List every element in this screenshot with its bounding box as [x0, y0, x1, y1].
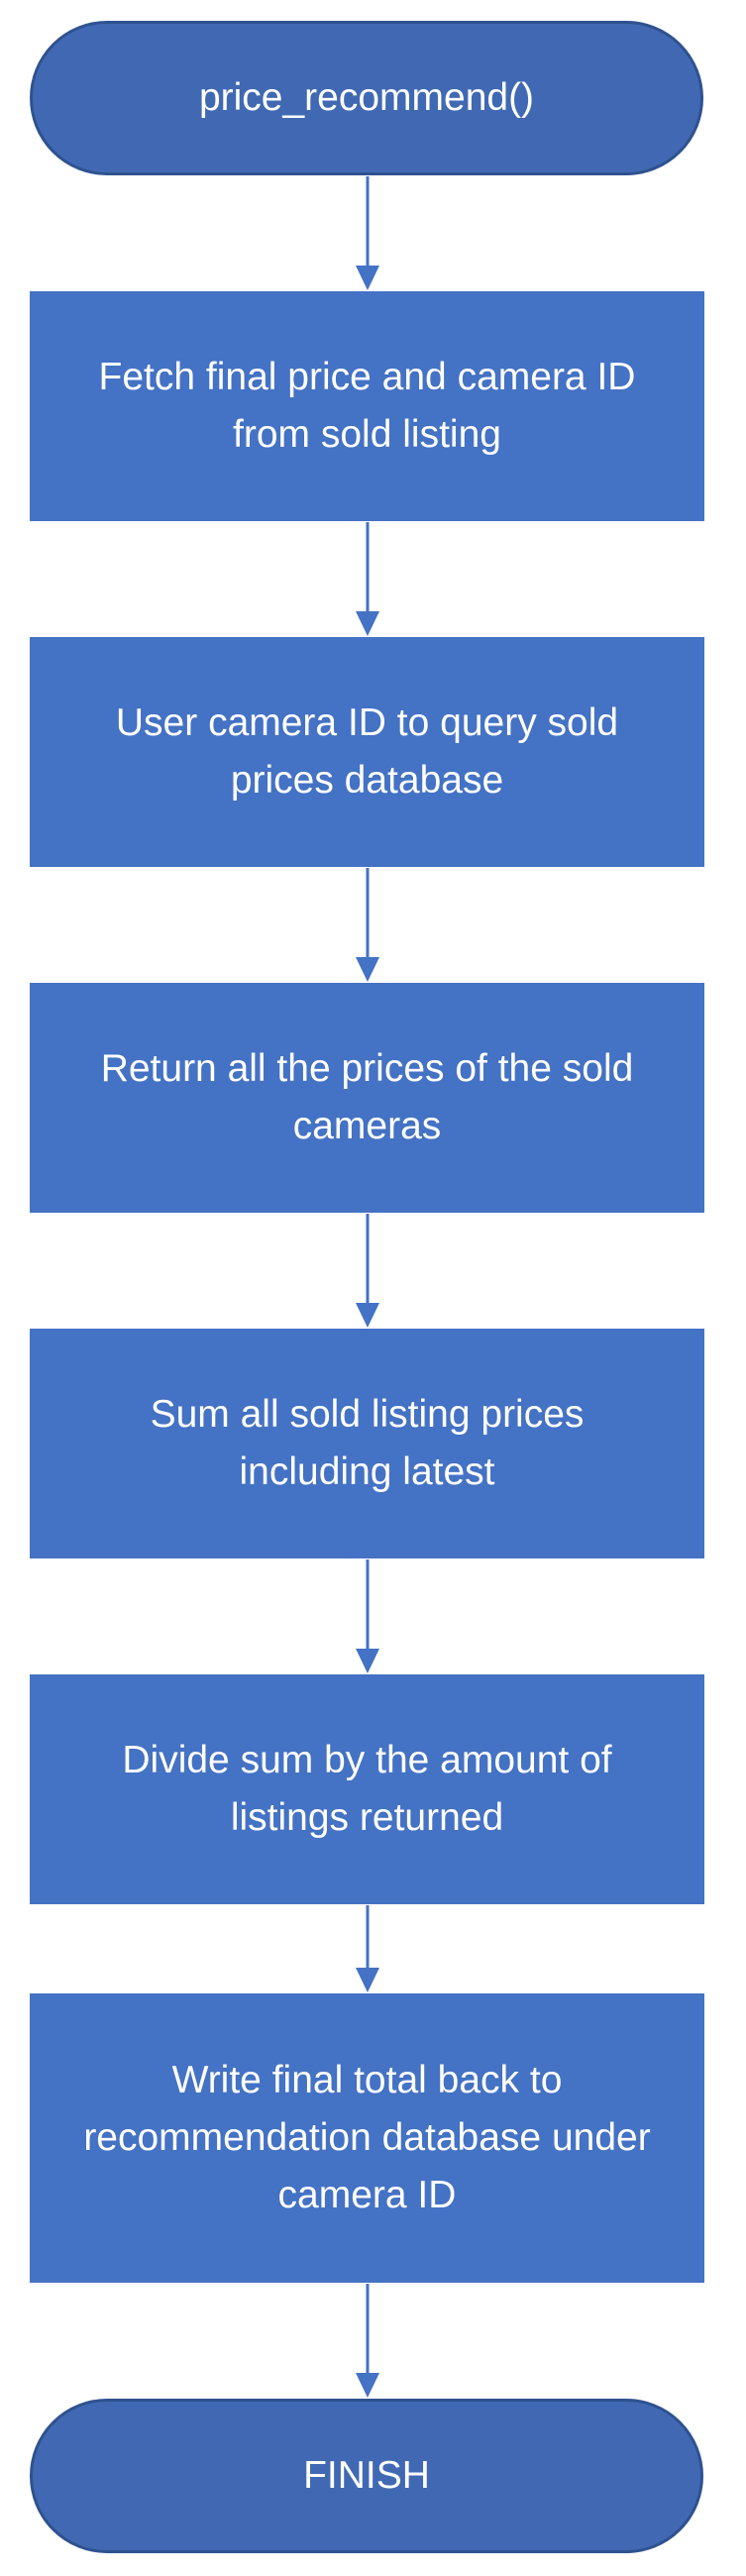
process-step-6-label: Write final total back to recommendation…: [83, 2059, 651, 2216]
process-step-1-label: Fetch final price and camera ID from sol…: [98, 356, 636, 456]
process-step-1: Fetch final price and camera ID from sol…: [30, 291, 704, 521]
start-label: price_recommend(): [198, 76, 535, 119]
process-step-4-label: Sum all sold listing prices including la…: [150, 1393, 585, 1493]
arrow-step-2-to-step-3: [356, 868, 379, 982]
process-step-3-label: Return all the prices of the sold camera…: [100, 1047, 634, 1147]
arrow-step-1-to-step-2: [356, 522, 379, 636]
finish-label: FINISH: [303, 2454, 430, 2497]
arrow-step-6-to-finish: [356, 2284, 379, 2398]
finish-terminal: FINISH: [30, 2399, 703, 2553]
process-step-3: Return all the prices of the sold camera…: [30, 983, 704, 1213]
process-step-4: Sum all sold listing prices including la…: [30, 1329, 704, 1558]
arrow-step-5-to-step-6: [356, 1905, 379, 1992]
arrow-start-to-step-1: [356, 176, 379, 290]
start-terminal: price_recommend(): [30, 21, 703, 175]
process-step-5-label: Divide sum by the amount of listings ret…: [122, 1739, 612, 1839]
arrow-step-4-to-step-5: [356, 1559, 379, 1673]
process-step-2: User camera ID to query sold prices data…: [30, 637, 704, 867]
process-step-5: Divide sum by the amount of listings ret…: [30, 1674, 704, 1904]
arrow-step-3-to-step-4: [356, 1214, 379, 1328]
process-step-6: Write final total back to recommendation…: [30, 1993, 704, 2283]
process-step-2-label: User camera ID to query sold prices data…: [115, 701, 619, 802]
